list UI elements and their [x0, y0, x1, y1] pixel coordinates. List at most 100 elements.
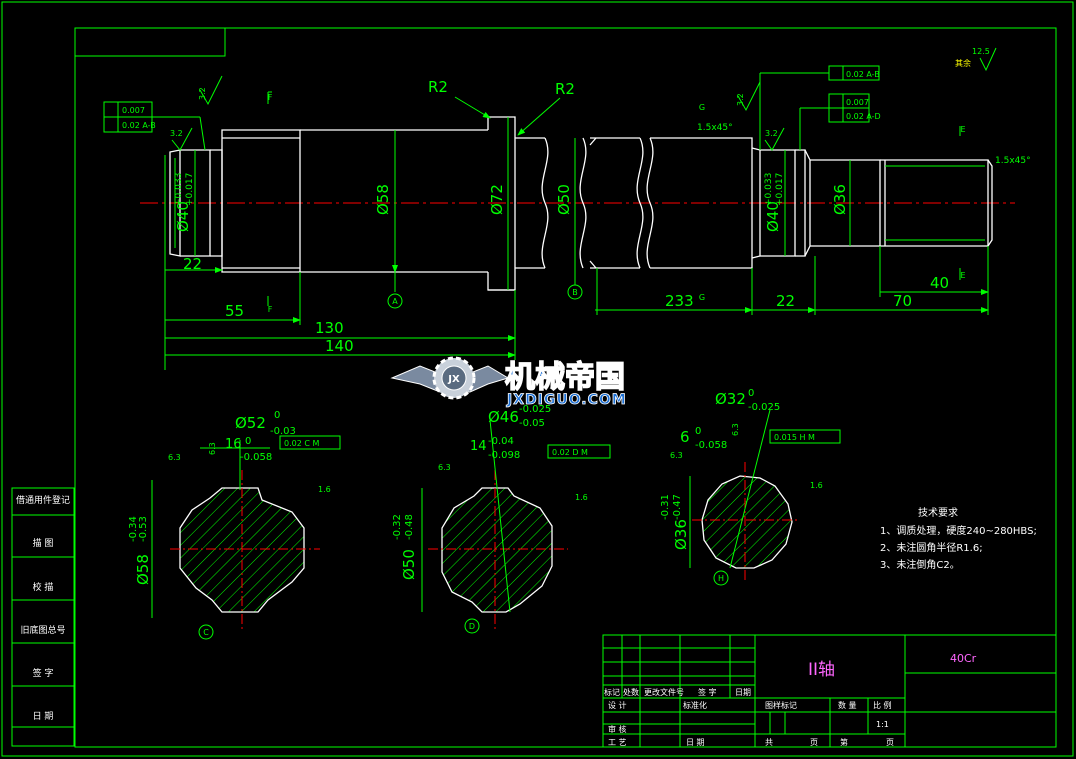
- section-c-depth-tol-low: -0.03: [270, 426, 296, 437]
- datum-c: C: [203, 628, 209, 637]
- section-c-width-tol-up: 0: [245, 436, 251, 447]
- tb-scale: 1:1: [876, 720, 889, 729]
- dia-40-left-tol-up: +0.033: [174, 173, 184, 206]
- section-d-dia-tol-low: -0.48: [404, 514, 415, 540]
- section-d-depth-tol-low: -0.05: [519, 418, 545, 429]
- roughness-symbols: [171, 47, 997, 151]
- tb-header-mark: 标记: [604, 687, 620, 697]
- gdt-frames-main: [103, 65, 880, 151]
- section-mark-g-top: G: [699, 103, 705, 112]
- section-d-depth-tol-up: -0.025: [519, 404, 551, 415]
- section-d-width-tol-low: -0.098: [488, 450, 520, 461]
- section-c-roughness-63b: 6.3: [208, 442, 217, 455]
- gdt-right-value-1: 0.007: [846, 98, 869, 107]
- section-view-h: [689, 409, 841, 580]
- tb-date: 日 期: [686, 738, 705, 747]
- tb-page-1: 页: [810, 738, 818, 747]
- datum-a: A: [392, 297, 398, 306]
- section-mark-f-bottom: F: [268, 305, 273, 314]
- section-c-roughness-63a: 6.3: [168, 453, 181, 462]
- length-22-left: 22: [183, 255, 202, 273]
- section-h-width: 6: [680, 428, 690, 446]
- datum-b: B: [572, 288, 578, 297]
- section-c-roughness-16: 1.6: [318, 485, 331, 494]
- section-c-position-tol: 0.02 C M: [284, 439, 319, 448]
- section-h-roughness-63a: 6.3: [670, 451, 683, 460]
- tb-stage: 图样标记: [765, 700, 797, 710]
- datum-d: D: [469, 622, 475, 631]
- length-233: 233: [665, 292, 694, 310]
- length-140: 140: [325, 337, 354, 355]
- part-name: II轴: [808, 660, 835, 680]
- sidebar-label-5: 签 字: [33, 667, 54, 679]
- dia-72-label: Ø72: [488, 184, 506, 215]
- section-h-diameter: Ø36: [672, 519, 690, 550]
- section-c-dia-tol-low: -0.53: [138, 516, 149, 542]
- tech-requirement-2: 2、未注圆角半径R1.6;: [880, 541, 983, 554]
- section-d-dia-tol-up: -0.32: [392, 514, 403, 540]
- tech-requirement-1: 1、调质处理，硬度240~280HBS;: [880, 524, 1037, 537]
- roughness-12-5: 12.5: [972, 47, 990, 56]
- gdt-left-value-2: 0.02 A-B: [122, 121, 156, 130]
- section-h-spline-profile: [701, 475, 793, 569]
- tb-nth: 第: [840, 737, 848, 747]
- radius-label-right: R2: [555, 80, 575, 98]
- tb-standard: 标准化: [683, 700, 707, 710]
- tb-header-count: 处数: [623, 687, 639, 697]
- section-h-width-tol-low: -0.058: [695, 440, 727, 451]
- left-sidebar-table: [11, 487, 75, 747]
- tech-requirement-3: 3、未注倒角C2。: [880, 558, 960, 571]
- sidebar-label-4: 旧底图总号: [20, 624, 65, 636]
- section-d-width: 14: [470, 439, 487, 454]
- chamfer-label-2: 1.5x45°: [995, 156, 1031, 166]
- dia-40-right-tol-low: +0.017: [775, 173, 785, 206]
- section-c-diameter: Ø58: [134, 554, 152, 585]
- gdt-right-top-value: 0.02 A-B: [846, 70, 880, 79]
- datum-h: H: [718, 574, 724, 583]
- gdt-left-value-1: 0.007: [122, 106, 145, 115]
- tech-requirements-title: 技术要求: [918, 506, 958, 519]
- section-h-depth-tol-low: -0.025: [748, 402, 780, 413]
- logo-cn-text: 机械帝国: [505, 360, 625, 395]
- section-d-spline-profile: [441, 487, 553, 613]
- section-c-dia-tol-up: -0.34: [128, 516, 139, 542]
- section-h-position-tol: 0.015 H M: [774, 433, 815, 442]
- logo-en-text: JXDIGUO.COM: [506, 392, 627, 408]
- section-h-depth: Ø32: [715, 390, 746, 408]
- section-d-width-tol-up: -0.04: [488, 436, 514, 447]
- section-view-c: [151, 435, 341, 630]
- tb-header-date: 日期: [735, 688, 751, 697]
- section-d-roughness-63: 6.3: [438, 463, 451, 472]
- section-mark-e-bottom: E: [960, 271, 965, 280]
- section-mark-e-top: E: [960, 125, 965, 134]
- length-130: 130: [315, 319, 344, 337]
- section-h-depth-tol-up: 0: [748, 388, 754, 399]
- section-d-diameter: Ø50: [400, 549, 418, 580]
- radius-label-left: R2: [428, 78, 448, 96]
- tb-scale-label: 比 例: [873, 700, 892, 710]
- section-view-d: [421, 419, 611, 630]
- section-c-depth: Ø52: [235, 414, 266, 432]
- section-c-depth-tol-up: 0: [274, 410, 280, 421]
- sidebar-label-3: 校 描: [33, 581, 54, 593]
- tb-review: 审 核: [608, 724, 627, 734]
- chamfer-label-1: 1.5x45°: [697, 123, 733, 133]
- dia-40-left-tol-low: +0.017: [185, 173, 195, 206]
- sidebar-label-2: 描 图: [33, 537, 54, 549]
- section-mark-f-top: F: [268, 93, 273, 102]
- section-h-roughness-16: 1.6: [810, 481, 823, 490]
- logo-badge-text: JX: [447, 374, 460, 385]
- sidebar-label-6: 日 期: [33, 711, 54, 722]
- material-label: 40Cr: [950, 652, 977, 665]
- datum-markers: [198, 91, 961, 640]
- section-d-depth: Ø46: [488, 408, 519, 426]
- gdt-right-value-2: 0.02 A-D: [846, 112, 881, 121]
- watermark-logo: JX 机械帝国 JXDIGUO.COM: [390, 356, 627, 408]
- dia-50-label: Ø50: [555, 184, 573, 215]
- roughness-other-label: 其余: [955, 58, 971, 68]
- section-h-roughness-63b: 6.3: [731, 423, 740, 436]
- dia-40-right-label: Ø40: [764, 201, 782, 232]
- roughness-3-2-c: 3.2: [736, 93, 745, 106]
